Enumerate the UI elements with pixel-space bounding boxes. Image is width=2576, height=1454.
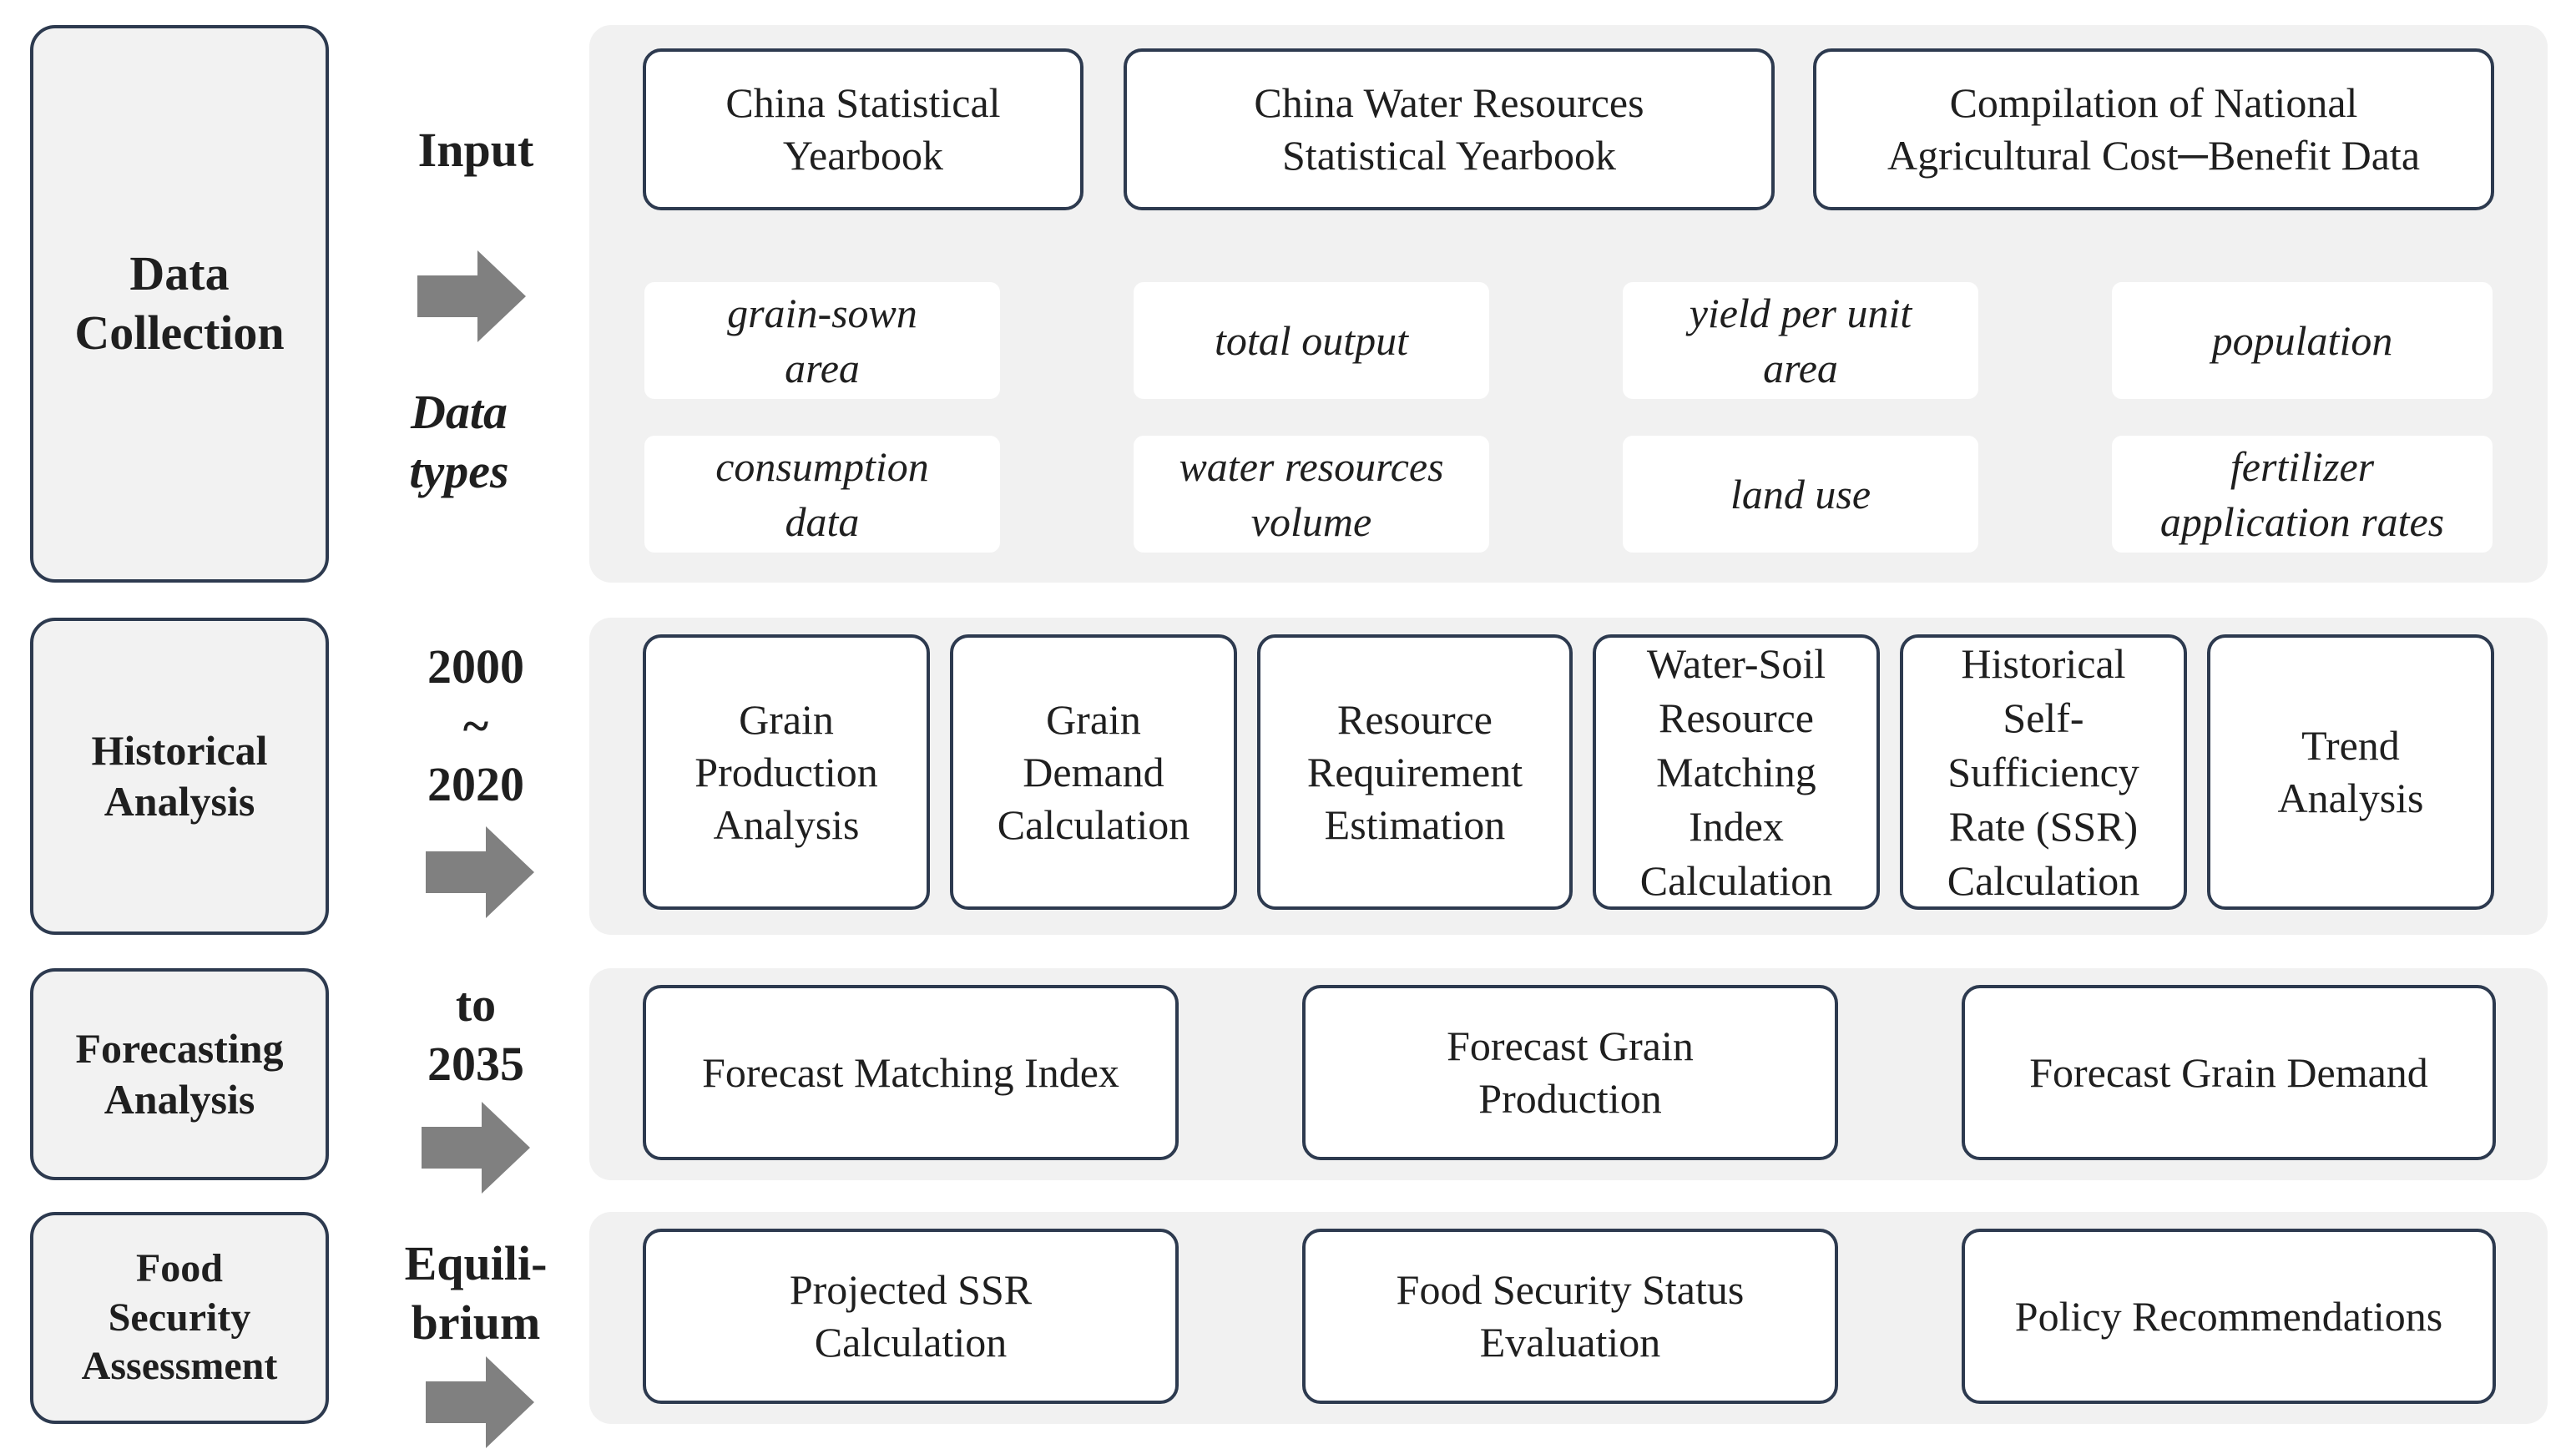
data-types-label-text: Data types [409, 385, 509, 498]
step-label: Forecast Grain Production [1447, 1022, 1694, 1122]
step-grain-demand-calculation: Grain Demand Calculation [950, 634, 1237, 910]
data-type-total-output: total output [1134, 282, 1489, 399]
stage-food-security-assessment-label: Food Security Assessment [81, 1246, 278, 1389]
to-year-label: to 2035 [367, 968, 584, 1102]
source-box-cost-benefit-data: Compilation of National Agricultural Cos… [1813, 48, 2494, 210]
data-type-label: fertilizer application rates [2159, 443, 2445, 545]
arrow-right-icon [426, 826, 534, 918]
arrow-right-icon [422, 1102, 530, 1194]
source-box-water-resources-yearbook: China Water Resources Statistical Yearbo… [1124, 48, 1775, 210]
step-label: Trend Analysis [2277, 722, 2424, 821]
data-type-label: water resources volume [1179, 443, 1444, 545]
data-type-label: land use [1730, 471, 1871, 517]
step-forecast-grain-demand: Forecast Grain Demand [1962, 985, 2496, 1160]
arrow-right-icon [417, 250, 526, 342]
arrow-right-icon [426, 1356, 534, 1448]
data-type-label: total output [1215, 317, 1408, 364]
data-type-label: population [2211, 317, 2393, 364]
stage-historical-analysis: Historical Analysis [30, 618, 329, 935]
source-label: China Statistical Yearbook [725, 79, 1001, 179]
step-projected-ssr-calculation: Projected SSR Calculation [643, 1229, 1179, 1404]
step-forecast-matching-index: Forecast Matching Index [643, 985, 1179, 1160]
step-label: Forecast Matching Index [702, 1048, 1119, 1096]
data-type-label: grain-sown area [727, 290, 917, 391]
stage-data-collection: Data Collection [30, 25, 329, 583]
input-label: Input [367, 117, 584, 184]
step-label: Projected SSR Calculation [789, 1266, 1033, 1366]
source-box-china-statistical-yearbook: China Statistical Yearbook [643, 48, 1083, 210]
step-grain-production-analysis: Grain Production Analysis [643, 634, 930, 910]
step-resource-requirement-estimation: Resource Requirement Estimation [1257, 634, 1573, 910]
input-label-text: Input [417, 122, 534, 177]
data-type-label: consumption data [715, 443, 929, 545]
source-label: Compilation of National Agricultural Cos… [1887, 79, 2421, 179]
data-type-population: population [2112, 282, 2493, 399]
period-label: 2000 ~ 2020 [367, 626, 584, 826]
stage-forecasting-analysis: Forecasting Analysis [30, 968, 329, 1180]
step-forecast-grain-production: Forecast Grain Production [1302, 985, 1838, 1160]
step-water-soil-matching-index: Water-Soil Resource Matching Index Calcu… [1593, 634, 1880, 910]
step-historical-ssr-calculation: Historical Self- Sufficiency Rate (SSR) … [1900, 634, 2187, 910]
stage-data-collection-label: Data Collection [74, 246, 285, 360]
data-type-label: yield per unit area [1689, 290, 1912, 391]
step-trend-analysis: Trend Analysis [2207, 634, 2494, 910]
data-type-grain-sown-area: grain-sown area [644, 282, 1000, 399]
equilibrium-label: Equili- brium [367, 1227, 584, 1361]
step-label: Forecast Grain Demand [2029, 1048, 2428, 1096]
data-type-land-use: land use [1623, 436, 1978, 553]
step-label: Food Security Status Evaluation [1396, 1266, 1745, 1366]
data-type-water-resources-volume: water resources volume [1134, 436, 1489, 553]
data-type-yield-per-unit-area: yield per unit area [1623, 282, 1978, 399]
source-label: China Water Resources Statistical Yearbo… [1254, 79, 1644, 179]
period-label-text: 2000 ~ 2020 [427, 639, 524, 812]
step-label: Grain Demand Calculation [997, 695, 1190, 848]
stage-food-security-assessment: Food Security Assessment [30, 1212, 329, 1424]
step-label: Grain Production Analysis [695, 695, 878, 848]
step-label: Historical Self- Sufficiency Rate (SSR) … [1947, 639, 2140, 904]
data-types-label: Data types [367, 376, 551, 509]
stage-historical-analysis-label: Historical Analysis [91, 727, 268, 825]
step-label: Resource Requirement Estimation [1306, 695, 1523, 848]
step-policy-recommendations: Policy Recommendations [1962, 1229, 2496, 1404]
step-label: Policy Recommendations [2014, 1292, 2443, 1340]
step-food-security-status-evaluation: Food Security Status Evaluation [1302, 1229, 1838, 1404]
step-label: Water-Soil Resource Matching Index Calcu… [1639, 639, 1833, 904]
data-type-fertilizer-application-rates: fertilizer application rates [2112, 436, 2493, 553]
data-type-consumption-data: consumption data [644, 436, 1000, 553]
equilibrium-label-text: Equili- brium [404, 1236, 548, 1350]
stage-forecasting-analysis-label: Forecasting Analysis [75, 1025, 284, 1123]
to-year-label-text: to 2035 [427, 977, 524, 1091]
